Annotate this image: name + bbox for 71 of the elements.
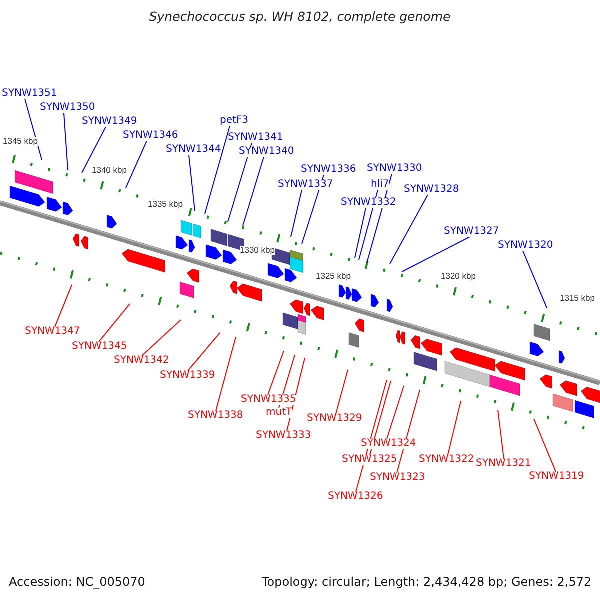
leader-line <box>290 190 302 238</box>
leader-line <box>98 304 130 342</box>
leader-line <box>54 284 72 328</box>
gene-label: hli7 <box>371 180 390 190</box>
gene-label: SYNW1326 <box>328 492 384 502</box>
leader-line <box>142 320 182 356</box>
gene-label: SYNW1340 <box>239 147 294 157</box>
gene-label: SYNW1350 <box>40 103 96 113</box>
gene-label: SYNW1328 <box>404 185 460 195</box>
gene-label: SYNW1329 <box>307 414 362 424</box>
leader-line <box>216 336 236 412</box>
gene-label: SYNW1349 <box>82 117 138 127</box>
scale-label: 1315 kbp <box>560 294 595 302</box>
gene-label: SYNW1325 <box>342 455 398 465</box>
gene-label: SYNW1336 <box>301 165 356 175</box>
gene-label: SYNW1344 <box>166 145 222 155</box>
leader-line <box>242 156 264 226</box>
leader-line <box>188 154 196 212</box>
leader-line <box>390 194 428 264</box>
gene-label: SYNW1319 <box>529 472 584 482</box>
gene-label: SYNW1338 <box>188 411 244 421</box>
leader-line <box>386 386 404 440</box>
gene-label: SYNW1321 <box>476 459 532 469</box>
leader-line <box>228 142 252 222</box>
leader-line <box>268 350 284 396</box>
leader-line <box>82 126 106 174</box>
gene-label: SYNW1332 <box>341 198 396 208</box>
gene-label: SYNW1342 <box>114 356 170 366</box>
leader-line <box>204 126 230 214</box>
leader-line <box>396 390 420 474</box>
scale-label: 1335 kbp <box>148 200 183 208</box>
leader-line <box>354 208 366 258</box>
leader-line <box>498 410 504 460</box>
scale-label: 1330 kbp <box>240 246 275 254</box>
gene-label: SYNW1346 <box>123 131 178 141</box>
scale-label: 1340 kbp <box>92 166 127 174</box>
scale-label: 1345 kbp <box>3 137 38 146</box>
gene-label: petF3 <box>220 116 249 126</box>
gene-label: SYNW1341 <box>228 133 284 143</box>
leader-line <box>302 174 324 244</box>
gene-label: SYNW1337 <box>278 180 334 190</box>
gene-label: SYNW1324 <box>361 439 416 449</box>
title: Synechococcus sp. WH 8102, complete genome <box>148 11 452 24</box>
leader-line <box>370 380 392 456</box>
leader-line <box>358 190 378 260</box>
leader-line <box>64 112 68 170</box>
gene-label: SYNW1320 <box>498 241 554 251</box>
leader-line <box>24 98 42 160</box>
footer-text: Topology: circular; Length: 2,434,428 bp; Genes: 2,572 <box>262 576 592 588</box>
footer-text: Accession: NC_005070 <box>9 576 146 588</box>
gene-label: SYNW1335 <box>241 395 296 405</box>
leader-line <box>522 250 548 308</box>
leader-line <box>336 370 348 414</box>
gene-label: SYNW1323 <box>370 473 426 483</box>
leader-line <box>402 236 470 272</box>
leader-line <box>188 332 220 372</box>
leader-line <box>366 174 392 264</box>
gene-label: SYNW1339 <box>160 371 216 381</box>
gene-label: mutT <box>266 408 292 418</box>
scale-label: 1325 kbp <box>316 272 351 280</box>
leader-line <box>126 140 148 188</box>
leader-line <box>534 418 556 472</box>
gene-label: SYNW1327 <box>444 227 500 237</box>
gene-label: SYNW1330 <box>367 164 422 174</box>
gene-label: SYNW1345 <box>72 342 128 352</box>
scale-label: 1320 kbp <box>441 272 476 280</box>
gene-label: SYNW1322 <box>419 455 474 465</box>
leader-line <box>448 400 462 456</box>
gene-label: SYNW1351 <box>2 89 58 99</box>
gene-label: SYNW1347 <box>25 327 80 337</box>
gene-label: SYNW1333 <box>256 431 312 441</box>
